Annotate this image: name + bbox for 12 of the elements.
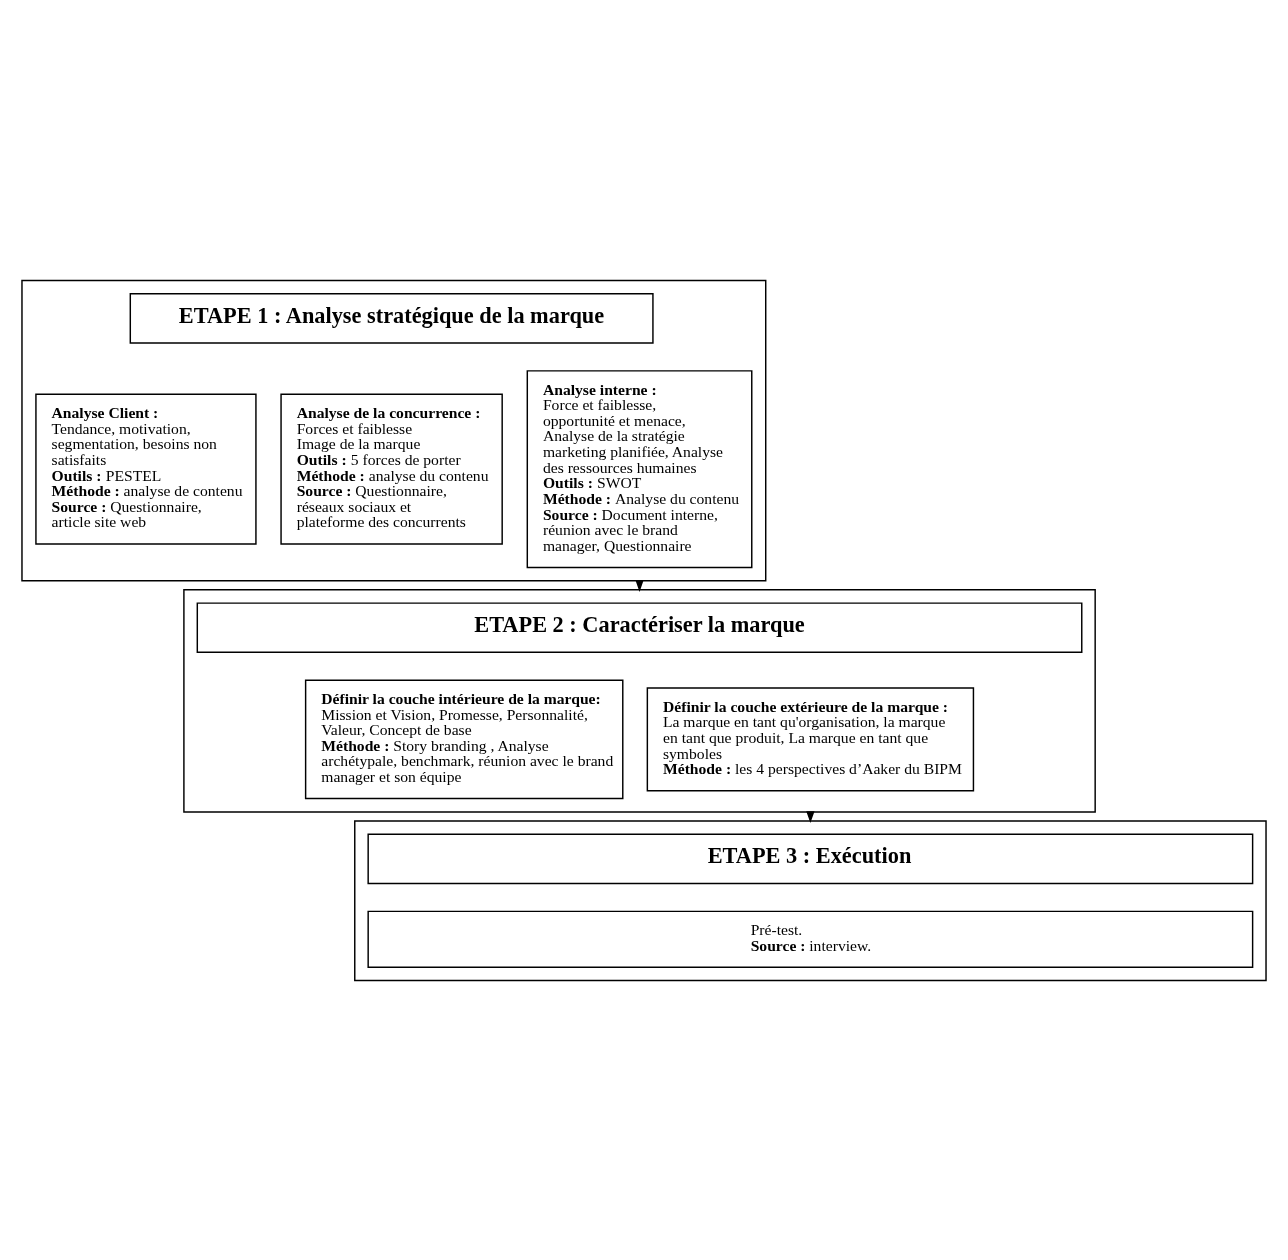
node-box: Pré-test. Source : interview. [367,910,1254,968]
node-box: Définir la couche intérieure de la marque: Mission et Vision, Promesse, Personnalité, Valeur, Concept de base Méthode : Story branding , Analyse archétypale, benchmark, réunion avec le brand manager et son équipe [304,678,624,799]
node-box: ETAPE 1 : Analyse stratégique de la marque [129,292,654,344]
node-box: ETAPE 2 : Caractériser la marque [196,601,1083,653]
cluster [183,588,1096,813]
node-box: Analyse interne : Force et faiblesse, opportunité et menace, Analyse de la stratégie marketing planifiée, Analyse des ressources humaines Outils : SWOT Méthode : Analyse du contenu Source : Document interne, réunion avec le brand manager, Questionnaire [526,369,753,568]
cluster [21,279,767,582]
node-box: Analyse de la concurrence : Forces et faiblesse Image de la marque Outils : 5 forces de porter Méthode : analyse du contenu Source : Questionnaire, réseaux sociaux et plateforme des concurrents [280,393,503,545]
node-box: Définir la couche extérieure de la marque : La marque en tant qu'organisation, la marque en tant que produit, La marque en tant que symboles Méthode : les 4 perspectives d’Aaker du BIPM [646,686,975,791]
node-box: ETAPE 3 : Exécution [367,833,1254,884]
node-box: Analyse Client : Tendance, motivation, segmentation, besoins non satisfaits Outils : PESTEL Méthode : analyse de contenu Source : Questionnaire, article site web [35,393,257,545]
cluster [354,819,1267,981]
